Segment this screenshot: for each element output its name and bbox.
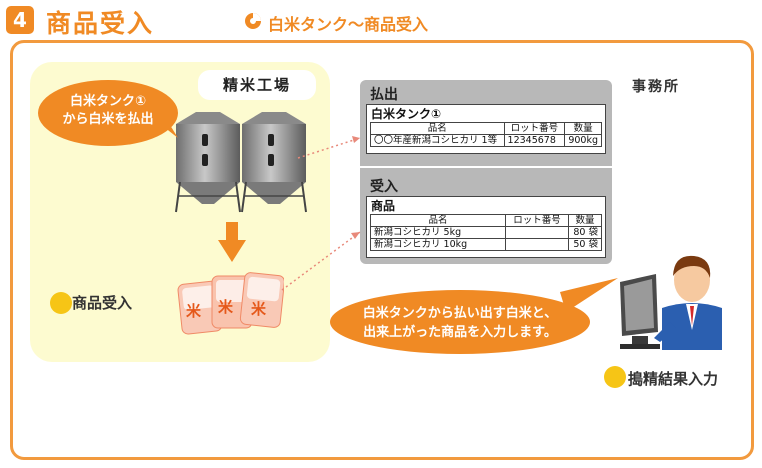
table-header-row: 品名 ロット番号 数量 [370, 122, 602, 135]
receipt-table: 品名 ロット番号 数量 新潟コシヒカリ 5kg 80 袋 新潟コシヒカリ 10k… [370, 214, 602, 251]
payout-form: 白米タンク① 品名 ロット番号 数量 〇〇年産新潟コシヒカリ 1等 123456… [366, 104, 606, 154]
column-header: 数量 [568, 214, 602, 227]
table-cell[interactable]: 〇〇年産新潟コシヒカリ 1等 [370, 134, 505, 147]
bubble-line: 白米タンク① [69, 94, 146, 109]
table-cell[interactable]: 新潟コシヒカリ 10kg [370, 238, 506, 251]
receipt-form-title: 商品 [371, 199, 396, 213]
payout-speech-bubble: 白米タンク① から白米を払出 [38, 80, 178, 146]
connector-arrowhead [352, 136, 360, 143]
result-input-label: 搗精結果入力 [628, 370, 719, 388]
main-frame [10, 40, 754, 460]
payout-section-title: 払出 [370, 87, 398, 103]
input-speech-bubble: 白米タンクから払い出す白米と、 出来上がった商品を入力します。 [330, 290, 590, 354]
bubble-line: 白米タンクから払い出す白米と、 [362, 306, 558, 321]
receipt-section-title: 受入 [370, 179, 398, 195]
page-subtitle: 白米タンク～商品受入 [268, 15, 429, 34]
table-row: 〇〇年産新潟コシヒカリ 1等 12345678 900kg [370, 134, 602, 147]
down-arrow-icon [218, 222, 246, 262]
silo-right [241, 112, 307, 213]
bullet-dot [50, 292, 72, 314]
payout-form-title: 白米タンク① [371, 107, 442, 121]
office-label: 事務所 [632, 79, 680, 95]
payout-connector [297, 137, 361, 159]
rice-bag-label-2: 米 [218, 298, 234, 316]
step-number-badge: 4 [6, 6, 34, 34]
office-worker-icon [620, 255, 722, 350]
entry-screen-panel: 払出 白米タンク① 品名 ロット番号 数量 〇〇年産新潟コシヒカリ 1等 123… [360, 80, 612, 264]
silo-left [175, 112, 241, 213]
page-title: 商品受入 [46, 9, 155, 38]
silo-icon [175, 112, 307, 213]
payout-table: 品名 ロット番号 数量 〇〇年産新潟コシヒカリ 1等 12345678 900k… [370, 122, 602, 147]
pie-chart-icon [245, 13, 261, 29]
bubble-line: から白米を払出 [62, 112, 154, 127]
table-row: 新潟コシヒカリ 10kg 50 袋 [370, 238, 602, 251]
rice-bag-label-1: 米 [186, 302, 202, 320]
bubble-tail [560, 278, 618, 312]
bullet-dot [604, 366, 626, 388]
section-divider [360, 166, 612, 168]
receipt-form: 商品 品名 ロット番号 数量 新潟コシヒカリ 5kg 80 袋 新潟コシヒカリ … [366, 196, 606, 258]
table-cell[interactable]: 900kg [564, 134, 602, 147]
table-cell[interactable]: 50 袋 [568, 238, 602, 251]
table-header-row: 品名 ロット番号 数量 [370, 214, 602, 227]
receive-label: 商品受入 [72, 294, 133, 312]
table-cell[interactable]: 12345678 [503, 134, 566, 147]
computer-monitor-icon [620, 274, 660, 349]
rice-bag-icon [177, 272, 284, 335]
factory-label: 精米工場 [198, 70, 316, 100]
rice-bag-label-3: 米 [251, 300, 267, 318]
receipt-connector [281, 231, 361, 291]
bubble-line: 出来上がった商品を入力します。 [363, 325, 557, 340]
connector-arrowhead [351, 232, 360, 239]
